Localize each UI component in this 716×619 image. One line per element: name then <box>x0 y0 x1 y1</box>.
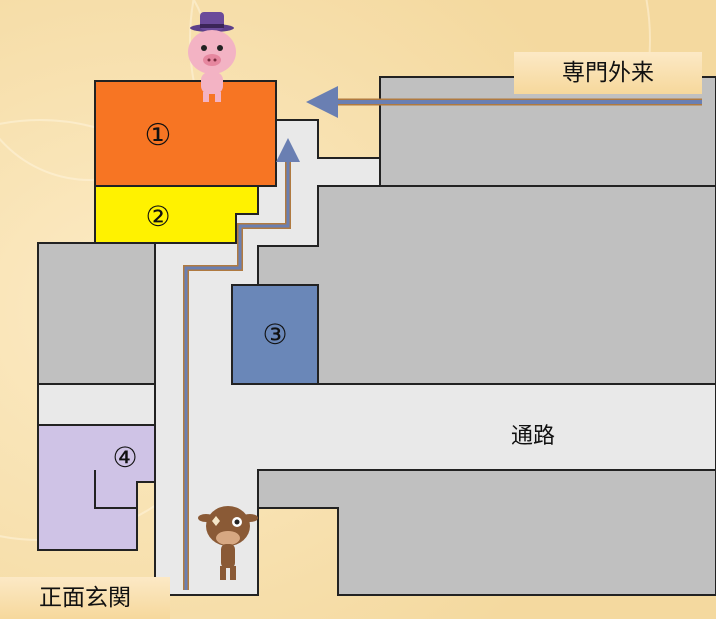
pig-mascot-icon <box>188 12 236 102</box>
route-path <box>183 138 300 590</box>
room-1[interactable] <box>94 80 277 187</box>
room-4[interactable] <box>37 424 156 551</box>
room-3[interactable] <box>231 284 319 385</box>
main-entrance-label: 正面玄関 <box>0 577 170 619</box>
room-2-label: ② <box>145 200 170 233</box>
cow-mascot-icon <box>198 506 258 580</box>
building-left <box>37 242 156 385</box>
room-2[interactable] <box>94 185 259 244</box>
specialty-outpatient-label: 専門外来 <box>514 52 702 94</box>
corridor-label: 通路 <box>511 424 555 449</box>
building-blocks <box>37 76 716 596</box>
building-middle-right <box>257 185 716 385</box>
room-4-label: ④ <box>112 441 137 474</box>
building-bottom-right <box>257 469 716 596</box>
room-3-label: ③ <box>262 318 287 351</box>
room-1-label: ① <box>145 118 172 153</box>
